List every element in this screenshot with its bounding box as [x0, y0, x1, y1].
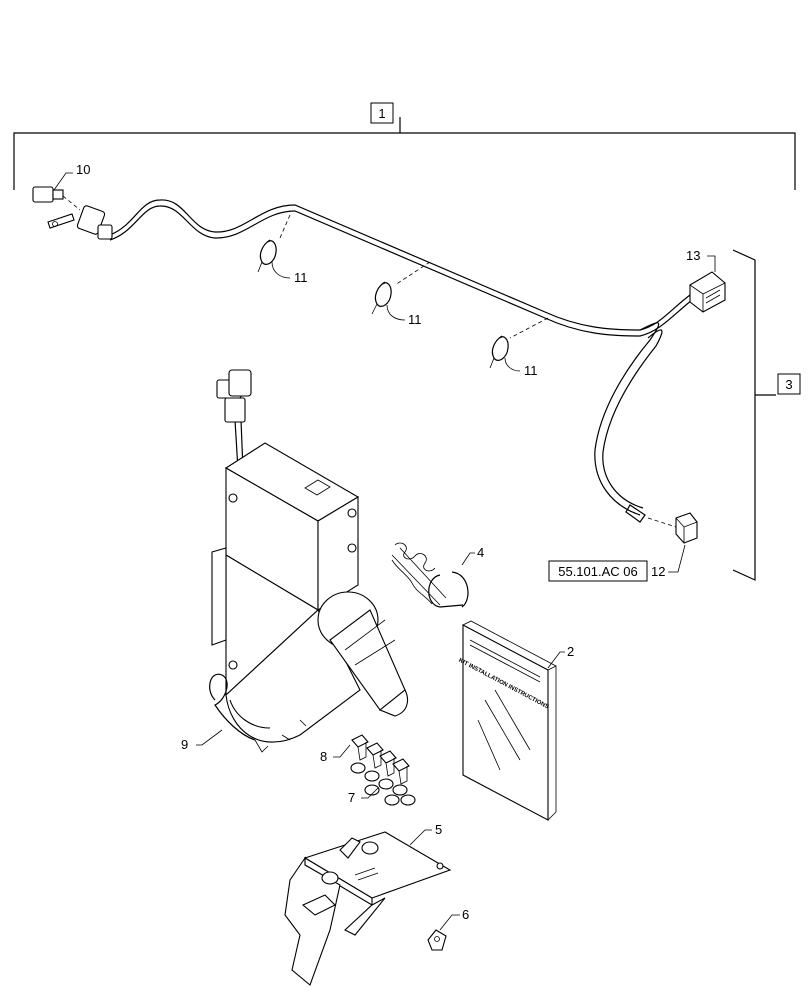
bracket-item-3: [732, 249, 776, 581]
callout-10: 10: [76, 162, 90, 177]
callout-9: 9: [181, 737, 188, 752]
bolts-8: [351, 734, 410, 785]
callout-7: 7: [348, 790, 355, 805]
callout-5: 5: [435, 822, 442, 837]
leader-10: [53, 172, 73, 191]
leader-13: [707, 255, 716, 272]
callout-box-1: 1: [370, 102, 394, 124]
callout-8: 8: [320, 749, 327, 764]
control-unit-9: [209, 369, 409, 753]
callout-box-3: 3: [777, 373, 801, 395]
callout-2: 2: [567, 644, 574, 659]
callout-11b: 11: [408, 312, 422, 327]
reference-label: 55.101.AC 06: [558, 564, 638, 579]
bracket-item-1: [13, 117, 796, 190]
leader-2: [547, 651, 565, 669]
leader-12: [668, 544, 686, 573]
wiring-harness: [32, 186, 726, 523]
leader-4: [461, 552, 475, 566]
leader-11a: [271, 261, 291, 279]
spring-4: [391, 542, 469, 608]
nuts-7: [350, 762, 416, 806]
mounting-bracket-5: [284, 831, 452, 986]
connector-12: [647, 512, 698, 544]
leader-5: [409, 829, 432, 846]
callout-13: 13: [686, 248, 700, 263]
cable-clip-11a: [257, 239, 277, 273]
cable-clip-11b: [371, 281, 392, 315]
callout-1: 1: [378, 106, 385, 121]
leader-11c: [504, 357, 521, 372]
leader-8: [333, 744, 351, 758]
callout-4: 4: [477, 545, 484, 560]
callout-6: 6: [462, 907, 469, 922]
callout-11c: 11: [524, 363, 538, 378]
callout-11a: 11: [294, 270, 308, 285]
leader-7: [361, 787, 379, 799]
leader-6: [439, 914, 460, 931]
leader-11b: [386, 304, 406, 321]
reference-box: 55.101.AC 06: [548, 560, 648, 582]
ring-terminal-6: [427, 929, 447, 951]
cable-clip-11c: [489, 335, 509, 369]
callout-12: 12: [651, 564, 665, 579]
callout-3: 3: [785, 377, 792, 392]
instruction-manual-2: KIT INSTALLATION INSTRUCTIONS: [457, 620, 557, 821]
connector-13: [689, 271, 726, 313]
leader-9: [196, 729, 223, 746]
